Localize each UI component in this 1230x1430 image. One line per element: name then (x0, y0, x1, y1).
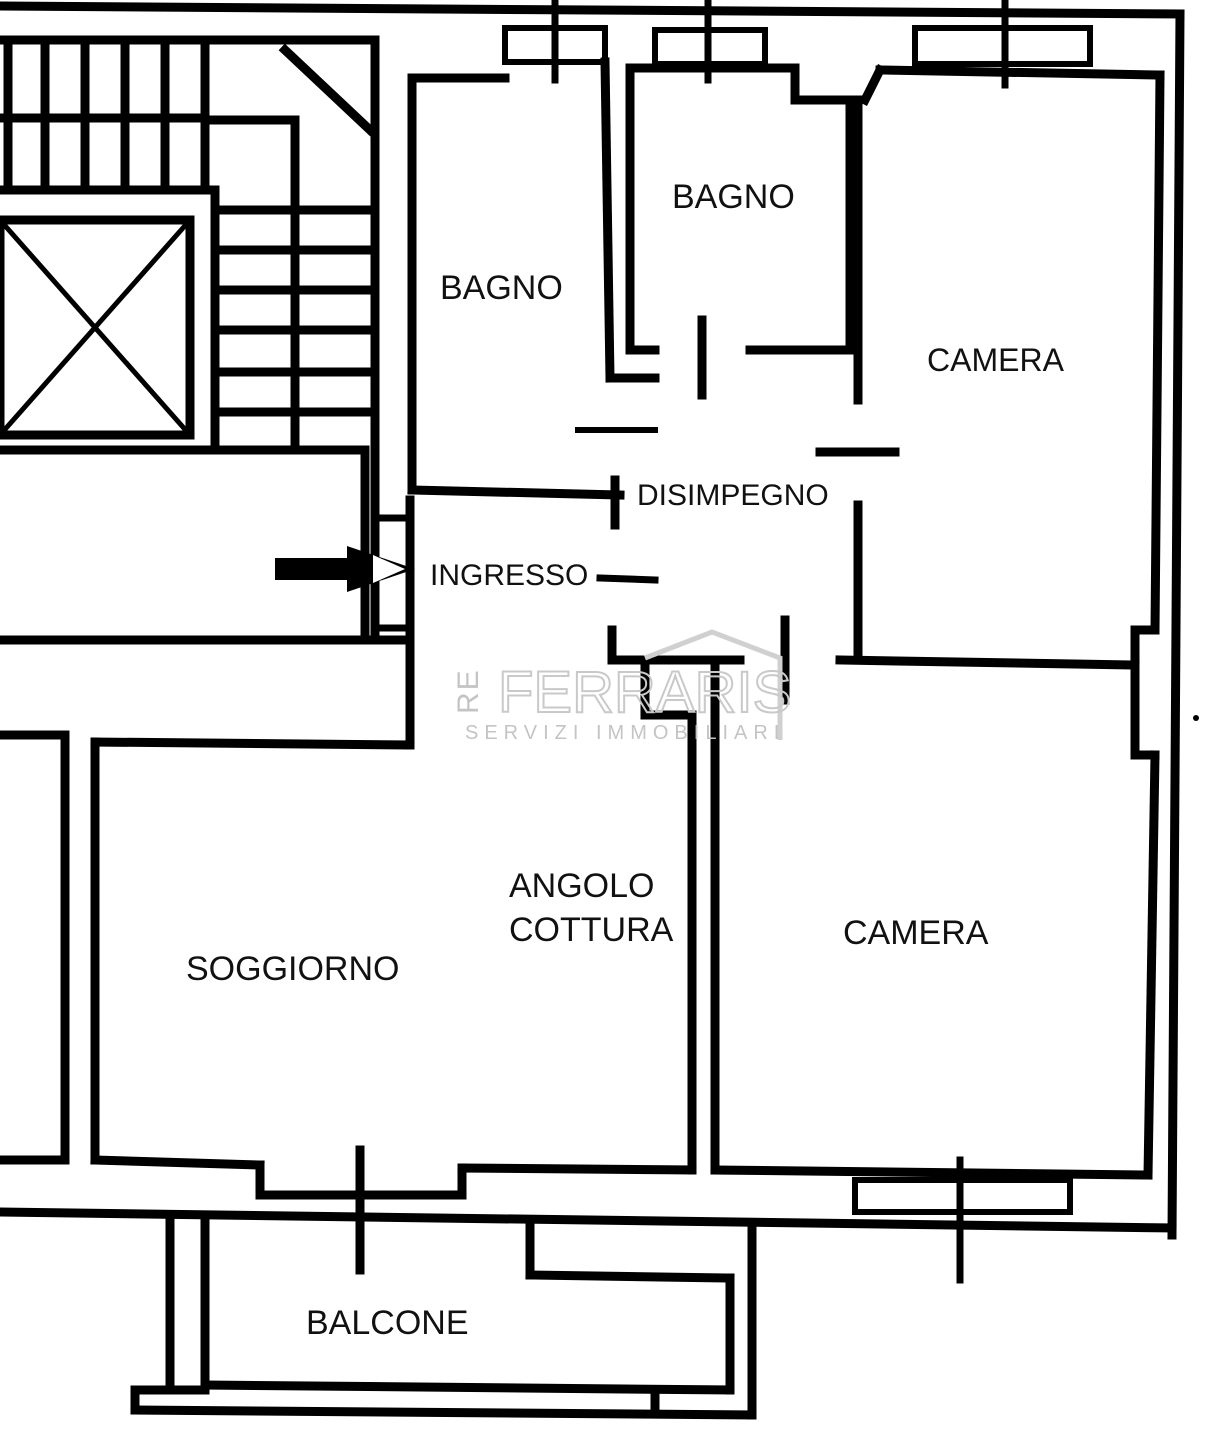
watermark-name: FERRARIS (498, 660, 791, 725)
watermark-roof-icon (644, 629, 783, 740)
camera-1-walls (815, 63, 1165, 670)
soggiorno-walls (90, 737, 697, 1275)
label-camera-1: CAMERA (927, 342, 1065, 378)
label-disimpegno: DISIMPEGNO (637, 479, 829, 512)
staircase (0, 35, 415, 645)
label-soggiorno: SOGGIORNO (186, 950, 399, 988)
watermark-tagline: SERVIZI IMMOBILIARI (465, 722, 785, 744)
balcone-walls (130, 1215, 757, 1420)
entrance-arrow (275, 546, 415, 592)
outer-wall-top (0, 0, 1185, 1240)
marker-dot (1193, 715, 1199, 721)
bagno-2-walls (625, 63, 855, 400)
label-bagno-1: BAGNO (440, 269, 563, 307)
camera-2-walls (710, 660, 1160, 1284)
label-ingresso: INGRESSO (430, 559, 588, 592)
label-angolo-cottura-1: ANGOLO (509, 867, 654, 905)
label-angolo-cottura-2: COTTURA (509, 911, 674, 949)
room-labels: BAGNO BAGNO CAMERA DISIMPEGNO INGRESSO A… (186, 178, 1065, 1342)
left-column (0, 730, 1177, 1233)
lift-shaft (0, 215, 195, 440)
watermark-logo-mark: RE (452, 668, 485, 714)
label-camera-2: CAMERA (843, 914, 989, 952)
kitchen-walls (607, 615, 790, 1175)
bagno-1-walls (407, 57, 660, 530)
watermark: RE FERRARIS SERVIZI IMMOBILIARI (452, 629, 792, 744)
label-balcone: BALCONE (306, 1304, 469, 1342)
label-bagno-2: BAGNO (672, 178, 795, 216)
walls (0, 0, 1199, 1420)
